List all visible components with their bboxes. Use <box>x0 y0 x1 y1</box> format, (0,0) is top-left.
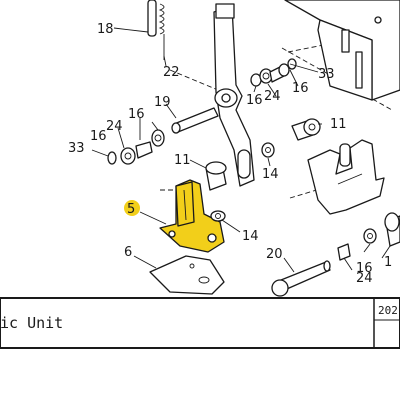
callout-33-left: 33 <box>68 141 85 156</box>
frame-bracket <box>284 0 400 101</box>
h-bracket <box>307 139 385 215</box>
callout-11-right: 11 <box>330 117 347 132</box>
callout-24-b: 24 <box>106 119 123 134</box>
callout-33-upper: 33 <box>318 67 335 82</box>
callout-24-a: 24 <box>264 89 281 104</box>
callout-16-c: 16 <box>128 107 145 122</box>
bushing-11-right <box>291 118 321 141</box>
washer-14-upper <box>261 142 275 158</box>
link-arm <box>213 3 255 187</box>
callout-14-upper: 14 <box>262 167 279 182</box>
callout-5: 5 <box>127 202 135 217</box>
callout-16-d: 16 <box>90 129 107 144</box>
spring-assembly <box>147 0 165 60</box>
callout-16-e: 16 <box>356 261 373 276</box>
callout-16-a: 16 <box>246 93 263 108</box>
shaft-20 <box>271 260 331 297</box>
code-text: 202 <box>378 304 398 317</box>
callout-24-c: 24 <box>356 271 373 286</box>
callout-18: 18 <box>97 22 114 37</box>
pin-stack-upper <box>250 58 297 87</box>
callout-6: 6 <box>124 245 132 260</box>
highlighted-part-5 <box>159 179 225 253</box>
callout-19: 19 <box>154 95 171 110</box>
bushing-11-lower <box>205 161 227 191</box>
washer-stack-lower <box>337 212 400 261</box>
callout-11-lower: 11 <box>174 153 191 168</box>
shaft-19 <box>171 107 219 134</box>
washer-14-upper-hole <box>265 147 271 153</box>
washer-14-lower-hole <box>215 213 221 219</box>
callout-5-highlight-dot <box>124 200 140 216</box>
callout-1: 1 <box>384 255 392 270</box>
washer-stack-left <box>107 129 165 165</box>
callout-labels: 18 22 33 16 24 16 19 16 24 16 33 11 14 1… <box>68 22 392 286</box>
callout-22: 22 <box>163 65 180 80</box>
callout-16-b: 16 <box>292 81 309 96</box>
title-text: ic Unit <box>0 314 63 332</box>
washer-14-lower <box>210 210 226 222</box>
title-block: ic Unit 202 <box>0 297 400 349</box>
callout-14-lower: 14 <box>242 229 259 244</box>
plate-part-6 <box>149 255 225 295</box>
leader-lines <box>91 27 391 273</box>
callout-20: 20 <box>266 247 283 262</box>
